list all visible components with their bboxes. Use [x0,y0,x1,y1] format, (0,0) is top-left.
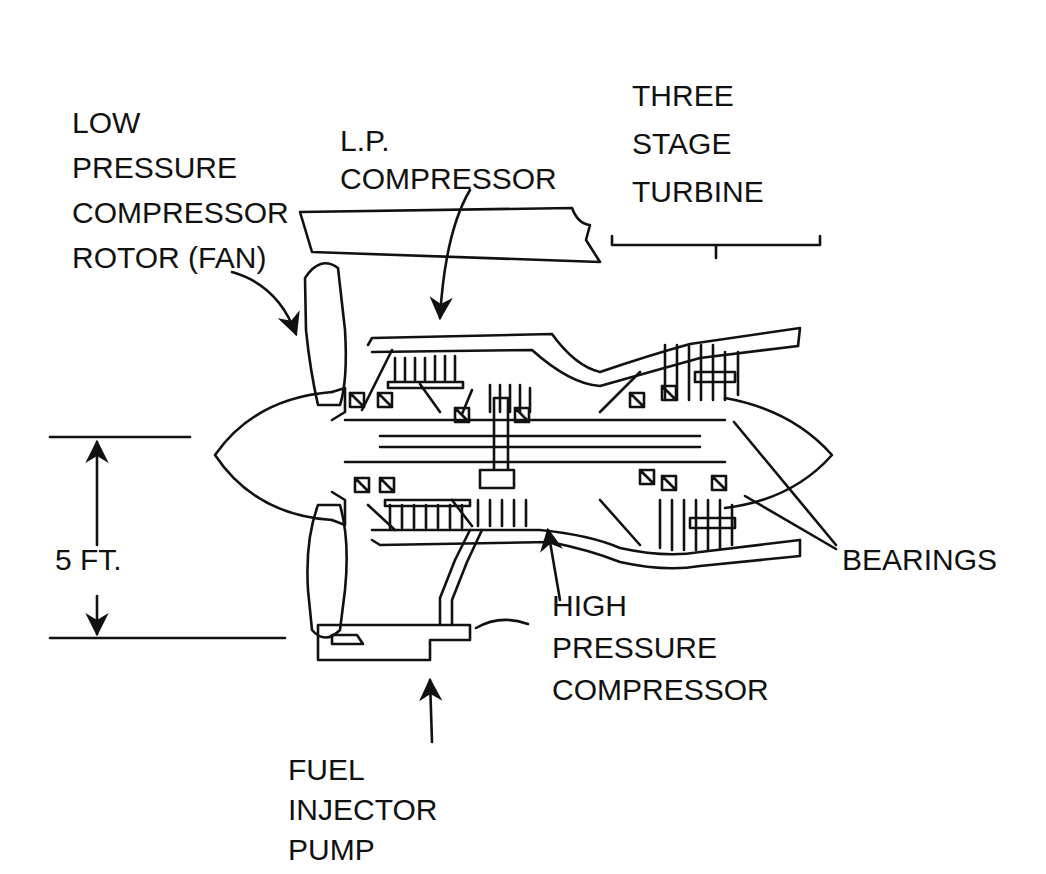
bearing-symbol [350,386,726,492]
part-label: HIGH PRESSURE COMPRESSOR [552,585,769,711]
leader-line [734,422,836,549]
part-label: 5 FT. [55,540,122,580]
dimension-arrow [96,442,99,545]
leader-arrow [232,272,296,334]
core-casing [372,530,800,554]
fuel-pump [318,625,470,660]
dimension-arrow [96,596,99,634]
part-label: THREE STAGE TURBINE [632,72,764,216]
tail-cone [725,398,832,508]
fan-blade [305,263,346,405]
turbine-blades [660,500,735,550]
fan-cowl [300,208,600,262]
dimension-line [50,437,285,638]
part-label: FUEL INJECTOR PUMP [288,750,437,870]
part-label: BEARINGS [842,540,997,580]
turbine-bracket [612,236,820,258]
compressor-blades [388,356,463,388]
strut [362,350,640,545]
compressor-blades [478,500,526,526]
fan-hub [332,388,345,525]
gear-shaft [480,398,514,488]
fuel-pipe [440,530,482,625]
spinner [215,392,332,520]
leader-arrow [430,680,432,742]
part-label: L.P. COMPRESSOR [340,122,557,198]
core-casing [372,540,800,568]
leader-line [476,620,528,628]
shaft [345,420,725,462]
part-label: LOW PRESSURE COMPRESSOR ROTOR (FAN) [72,100,289,280]
compressor-blades [385,500,470,528]
leader-arrow [440,190,470,318]
fan-blade [307,505,346,638]
